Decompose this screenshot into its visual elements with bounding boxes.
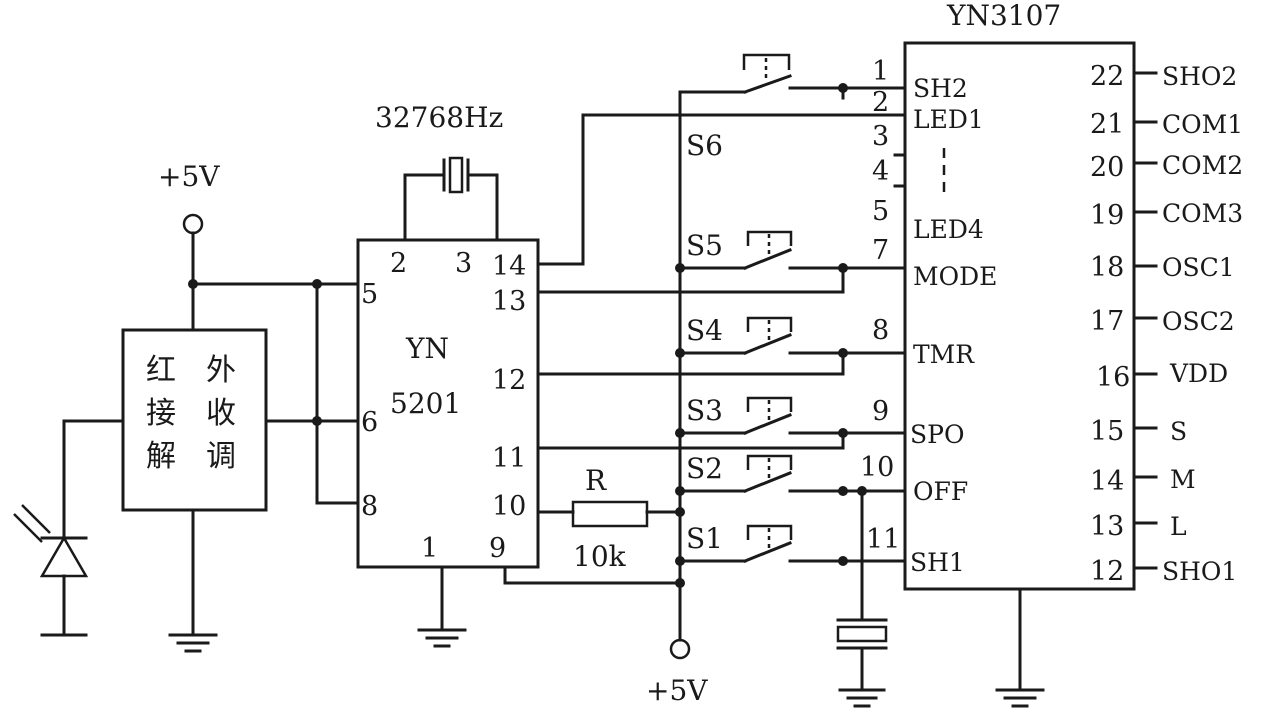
- chip1-pin-2: 2: [390, 248, 407, 279]
- switch-s6: S6: [678, 53, 845, 162]
- resistor-r: R 10k: [571, 464, 649, 573]
- chip2-lpin-name-1: SH2: [913, 74, 968, 103]
- switch-s3-label: S3: [686, 394, 723, 427]
- ir-receiver-box: [121, 328, 268, 512]
- chip2-rpin-name-20: COM2: [1162, 151, 1243, 180]
- chip2-lpin-num-5: 5: [872, 196, 889, 227]
- crystal-label: 32768Hz: [375, 101, 503, 134]
- chip2-rpin-num-19: 19: [1090, 200, 1124, 231]
- chip2-rpin-num-21: 21: [1090, 109, 1124, 140]
- chip1-pin-1: 1: [421, 533, 438, 564]
- switch-s1-label: S1: [686, 522, 723, 555]
- chip1-pin-11: 11: [492, 443, 526, 474]
- resistor-value: 10k: [573, 540, 627, 573]
- chip2-rpin-name-18: OSC1: [1162, 253, 1235, 282]
- chip2-rpin-num-18: 18: [1090, 252, 1124, 283]
- supply-5v-left: +5V: [158, 160, 220, 235]
- chip2-lpin-num-3: 3: [872, 121, 889, 152]
- chip1-pin-13: 13: [492, 286, 526, 317]
- chip2-lpin-num-2: 2: [872, 87, 889, 118]
- supply-label-bottom: +5V: [646, 674, 708, 707]
- chip2-rpin-name-13: L: [1170, 512, 1187, 541]
- chip2-lpin-name-2: LED1: [913, 105, 984, 134]
- ground-symbol-2: [417, 628, 467, 648]
- supply-5v-bottom: +5V: [646, 638, 708, 707]
- chip2-rpin-num-14: 14: [1090, 466, 1124, 497]
- chip2-lpin-num-11: 11: [866, 524, 900, 555]
- chip2-lpin-num-10: 10: [860, 452, 894, 483]
- ceramic-resonator: [836, 489, 888, 708]
- switch-s1: S1: [678, 522, 907, 563]
- chip2-lpin-name-5: LED4: [913, 215, 984, 244]
- ir-text-1b: 外: [206, 353, 236, 388]
- ir-text-2b: 收: [206, 396, 236, 431]
- chip2-rpin-name-16: VDD: [1169, 359, 1228, 388]
- supply-terminal-bottom: [669, 638, 691, 660]
- chip1-pin-14: 14: [492, 251, 526, 282]
- chip2-body: [903, 41, 1136, 591]
- chip2-rpin-name-21: COM1: [1162, 110, 1243, 139]
- chip2-lpin-name-10: OFF: [913, 477, 968, 506]
- switch-s2-label: S2: [686, 452, 723, 485]
- chip2-lpin-name-8: TMR: [913, 340, 975, 369]
- chip1-pin-6: 6: [361, 407, 378, 438]
- chip2-lpin-name-11: SH1: [910, 548, 965, 577]
- chip2-rpin-num-12: 12: [1090, 556, 1124, 587]
- chip-yn5201: YN 5201 2 3 5 6 8 1 9 14 13 12 11 10: [356, 238, 540, 569]
- chip2-rpin-name-22: SHO2: [1162, 62, 1237, 91]
- ir-text-3a: 解: [146, 439, 176, 474]
- chip2-lpin-num-7: 7: [872, 235, 889, 266]
- chip2-rpin-num-15: 15: [1090, 416, 1124, 447]
- chip2-rpin-num-20: 20: [1090, 152, 1124, 183]
- ir-text-2a: 接: [146, 396, 176, 431]
- chip2-rpin-num-17: 17: [1090, 306, 1124, 337]
- chip2-rpin-num-16: 16: [1096, 362, 1130, 393]
- switch-s4-label: S4: [686, 314, 723, 347]
- chip1-pin-9: 9: [489, 533, 506, 564]
- chip2-rpin-num-13: 13: [1090, 511, 1124, 542]
- chip2-rpin-name-12: SHO1: [1162, 557, 1237, 586]
- chip1-pin-8: 8: [361, 491, 378, 522]
- switch-s4: S4: [678, 314, 907, 355]
- chip2-rpin-name-17: OSC2: [1162, 307, 1235, 336]
- switch-s2: S2: [678, 452, 907, 493]
- chip2-rpin-name-15: S: [1170, 417, 1187, 446]
- supply-label-left: +5V: [158, 160, 220, 193]
- chip1-pin-5: 5: [361, 279, 378, 310]
- chip2-lpin-num-1: 1: [872, 56, 889, 87]
- supply-terminal-left: [182, 213, 204, 235]
- switch-s6-label: S6: [686, 129, 723, 162]
- chip1-pin-12: 12: [492, 365, 526, 396]
- switch-s5-label: S5: [686, 229, 723, 262]
- ground-symbol-3: [995, 688, 1045, 708]
- ground-symbol-1: [168, 633, 218, 653]
- resistor-name: R: [585, 464, 607, 497]
- ir-text-3b: 调: [206, 439, 236, 474]
- chip2-lpin-num-4: 4: [872, 156, 889, 187]
- chip2-rpin-num-22: 22: [1090, 61, 1124, 92]
- chip2-lpin-num-8: 8: [872, 315, 889, 346]
- chip2-lpin-num-9: 9: [872, 396, 889, 427]
- chip1-body: [356, 238, 540, 569]
- chip2-lpin-name-7: MODE: [913, 262, 997, 291]
- chip2-rpin-name-19: COM3: [1162, 199, 1243, 228]
- photodiode: [13, 419, 125, 637]
- chip1-pin-10: 10: [492, 491, 526, 522]
- chip2-lpin-name-9: SPO: [910, 420, 964, 449]
- ir-text-1a: 红: [146, 353, 176, 388]
- chip1-pin-3: 3: [455, 248, 472, 279]
- chip2-rpin-name-14: M: [1170, 465, 1196, 494]
- chip-yn3107: YN3107 1 SH2 2 LED1 3 4 5 LED4 7 MODE 8 …: [860, 0, 1243, 591]
- ir-receiver-block: 红 外 接 收 解 调: [121, 328, 268, 512]
- chip1-name-2: 5201: [390, 387, 461, 420]
- crystal-32768hz: 32768Hz: [375, 101, 503, 242]
- chip1-name-1: YN: [405, 332, 449, 365]
- chip2-title: YN3107: [946, 0, 1061, 32]
